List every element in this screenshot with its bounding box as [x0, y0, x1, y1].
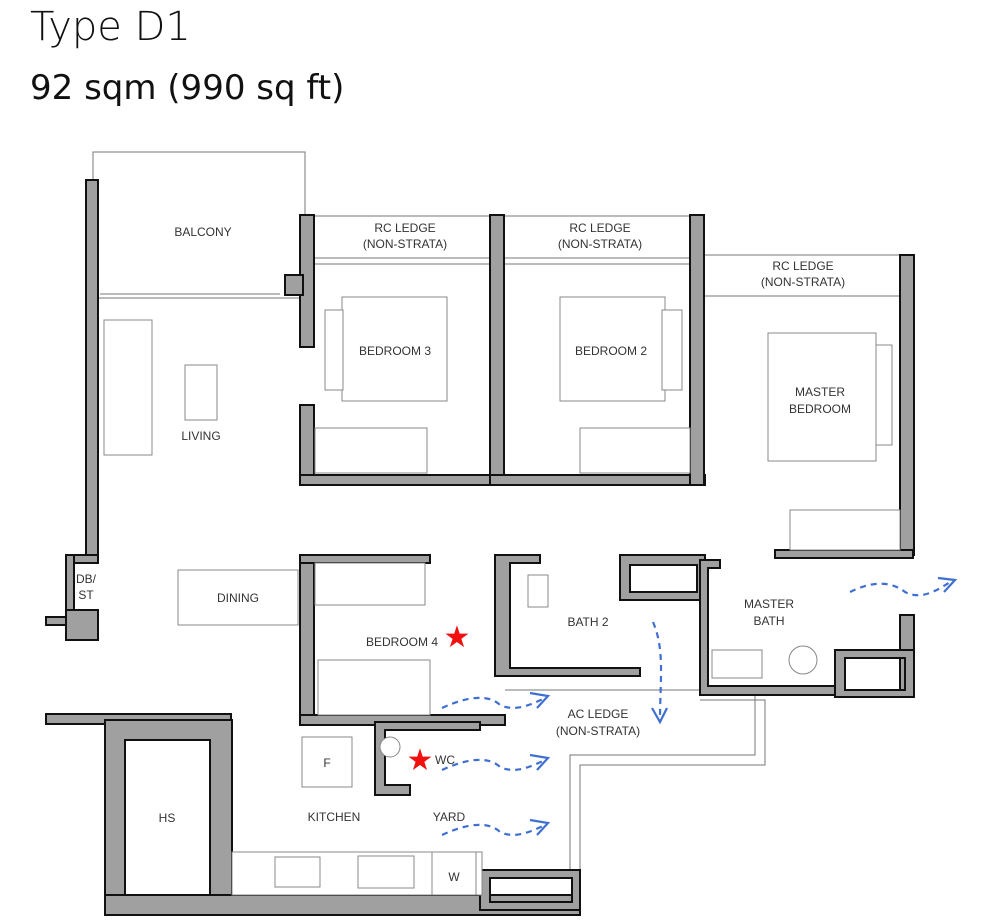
- airflow-arrow-icon: [441, 758, 546, 771]
- airflow-arrow-icon: [849, 581, 951, 597]
- label-wc: WC: [435, 753, 455, 767]
- furniture: [103, 296, 901, 896]
- label-kitchen: KITCHEN: [308, 810, 361, 824]
- label-master-bath: MASTER: [744, 597, 794, 611]
- label-bedroom4: BEDROOM 4: [366, 635, 438, 649]
- label-rc-ledge-3: RC LEDGE: [772, 259, 833, 273]
- label-bedroom2: BEDROOM 2: [575, 344, 647, 358]
- label-hs: HS: [159, 811, 176, 825]
- label-living: LIVING: [181, 429, 220, 443]
- label-db: DB/: [76, 572, 97, 586]
- label-dining: DINING: [217, 591, 259, 605]
- label-master-bedroom: MASTER: [795, 385, 845, 399]
- label-fridge: F: [323, 756, 330, 770]
- airflow-arrows: [441, 576, 958, 836]
- unit-area: 92 sqm (990 sq ft): [30, 68, 345, 108]
- label-rc-ledge-1-sub: (NON-STRATA): [363, 237, 447, 251]
- label-washer: W: [448, 870, 460, 884]
- label-bath2: BATH 2: [567, 615, 608, 629]
- label-rc-ledge-1: RC LEDGE: [374, 221, 435, 235]
- label-master-bedroom-sub: BEDROOM: [789, 402, 851, 416]
- room-labels: BALCONY RC LEDGE (NON-STRATA) RC LEDGE (…: [76, 221, 851, 884]
- unit-type-title: Type D1: [30, 4, 191, 50]
- label-rc-ledge-3-sub: (NON-STRATA): [761, 275, 845, 289]
- red-star-icon: ★: [444, 620, 471, 655]
- airflow-arrow-icon: [651, 621, 663, 721]
- label-balcony: BALCONY: [174, 225, 231, 239]
- label-rc-ledge-2-sub: (NON-STRATA): [558, 237, 642, 251]
- label-ac-ledge: AC LEDGE: [568, 707, 629, 721]
- label-rc-ledge-2: RC LEDGE: [569, 221, 630, 235]
- airflow-arrow-icon: [441, 823, 546, 836]
- balcony-outline: [92, 151, 900, 870]
- label-ac-ledge-sub: (NON-STRATA): [556, 724, 640, 738]
- walls: [45, 179, 915, 916]
- red-star-icon: ★: [407, 743, 434, 778]
- label-st: ST: [78, 588, 94, 602]
- airflow-arrow-icon: [441, 696, 546, 709]
- label-master-bath-sub: BATH: [753, 614, 784, 628]
- label-yard: YARD: [433, 810, 466, 824]
- label-bedroom3: BEDROOM 3: [359, 344, 431, 358]
